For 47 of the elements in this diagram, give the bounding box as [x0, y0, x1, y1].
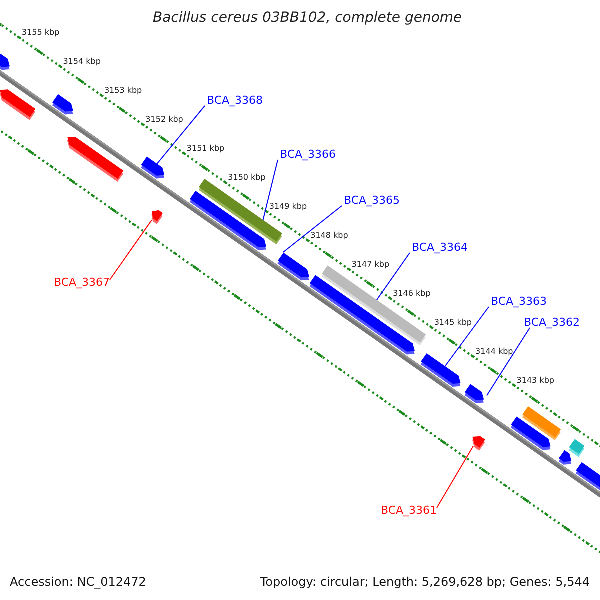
leader-line — [282, 206, 342, 254]
scale-label: 3152 kbp — [146, 116, 184, 124]
gene-label: BCA_3367 — [54, 277, 110, 288]
leader-line — [376, 252, 410, 301]
scale-label: 3151 kbp — [186, 144, 225, 153]
gene-feature — [141, 156, 165, 179]
scale-label: 3153 kbp — [104, 86, 142, 95]
leader-line — [110, 220, 153, 280]
scale-label: 3148 kbp — [310, 232, 348, 240]
gene-feature — [558, 450, 572, 465]
gene-feature — [569, 439, 585, 458]
gene-feature — [0, 90, 36, 120]
gene-label: BCA_3365 — [344, 195, 400, 206]
scale-label: 3149 kbp — [269, 202, 308, 211]
gene-feature — [510, 416, 551, 450]
scale-label: 3144 kbp — [476, 348, 514, 356]
leader-line — [262, 160, 278, 221]
gene-label: BCA_3368 — [207, 95, 264, 106]
gene-feature — [67, 137, 124, 182]
scale-label: 3154 kbp — [63, 58, 101, 66]
title: Bacillus cereus 03BB102, complete genome — [153, 11, 462, 25]
gene-feature — [464, 384, 484, 404]
gene-label: BCA_3364 — [412, 242, 468, 253]
scale-label: 3147 kbp — [352, 260, 390, 269]
genome-info-text: Topology: circular; Length: 5,269,628 bp; Genes: 5,544 — [260, 576, 590, 588]
scale-label: 3145 kbp — [434, 318, 472, 327]
leader-line — [436, 446, 474, 508]
scale-label: 3155 kbp — [22, 28, 60, 37]
gene-label: BCA_3361 — [381, 505, 438, 516]
gene-feature — [472, 436, 486, 451]
leader-line — [156, 106, 206, 164]
accession-text: Accession: NC_012472 — [10, 576, 146, 588]
gene-label: BCA_3362 — [524, 317, 580, 328]
gene-feature — [52, 94, 74, 115]
leader-line — [444, 306, 490, 367]
gene-feature — [152, 210, 163, 224]
gene-feature — [310, 275, 415, 355]
gene-feature — [0, 54, 10, 70]
leader-line — [486, 328, 530, 396]
scale-label: 3143 kbp — [516, 376, 554, 385]
gene-label: BCA_3363 — [491, 296, 548, 307]
gene-label: BCA_3366 — [280, 149, 336, 160]
gene-feature — [278, 252, 310, 281]
gene-feature — [420, 353, 461, 387]
scale-label: 3150 kbp — [228, 174, 266, 182]
gene-feature — [190, 191, 266, 250]
scale-label: 3146 kbp — [393, 290, 431, 298]
